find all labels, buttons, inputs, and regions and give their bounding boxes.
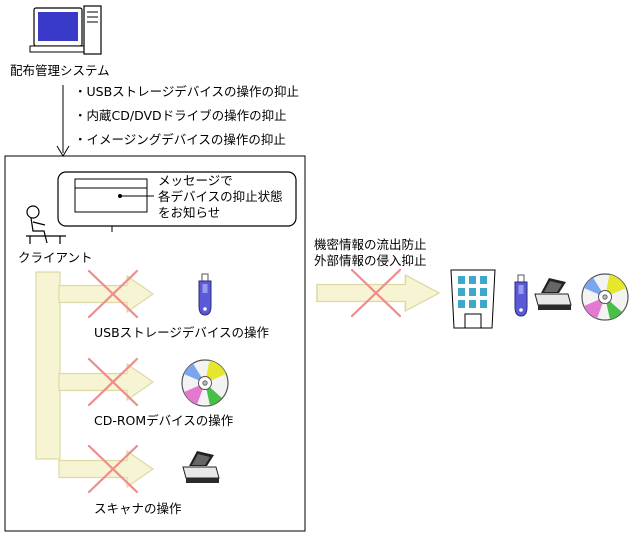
usb-drive-icon: [514, 274, 528, 317]
server-label: 配布管理システム: [10, 63, 110, 78]
client-user-icon: [26, 205, 66, 244]
scanner-icon: [534, 277, 572, 311]
branch-usb: [58, 269, 212, 319]
external-line: 機密情報の流出防止: [314, 237, 427, 252]
cd-disc-icon: [181, 359, 229, 407]
device-label: CD-ROMデバイスの操作: [94, 413, 234, 428]
branch-scanner: [58, 444, 220, 494]
message-line: 各デバイスの抑止状態: [158, 189, 283, 204]
message-line: メッセージで: [158, 173, 233, 188]
usb-drive-icon: [198, 273, 212, 316]
device-label: USBストレージデバイスの操作: [94, 325, 270, 340]
client-monitor: [57, 171, 297, 232]
external-line: 外部情報の侵入抑止: [314, 253, 427, 268]
message-line: をお知らせ: [158, 205, 221, 220]
client-label: クライアント: [18, 250, 93, 265]
branch-trunk: [35, 271, 61, 460]
policy-item: ・イメージングデバイスの操作の抑止: [74, 132, 286, 147]
server-computer-icon: [29, 5, 102, 55]
policy-item: ・内蔵CD/DVDドライブの操作の抑止: [74, 108, 287, 123]
building-icon: [450, 269, 496, 329]
device-label: スキャナの操作: [94, 501, 182, 516]
branch-cd: [58, 357, 229, 407]
policy-item: ・USBストレージデバイスの操作の抑止: [74, 84, 300, 99]
cd-disc-icon: [581, 273, 629, 321]
client-frame: [4, 155, 306, 532]
scanner-icon: [182, 450, 220, 484]
external-block-arrow: [316, 268, 440, 318]
